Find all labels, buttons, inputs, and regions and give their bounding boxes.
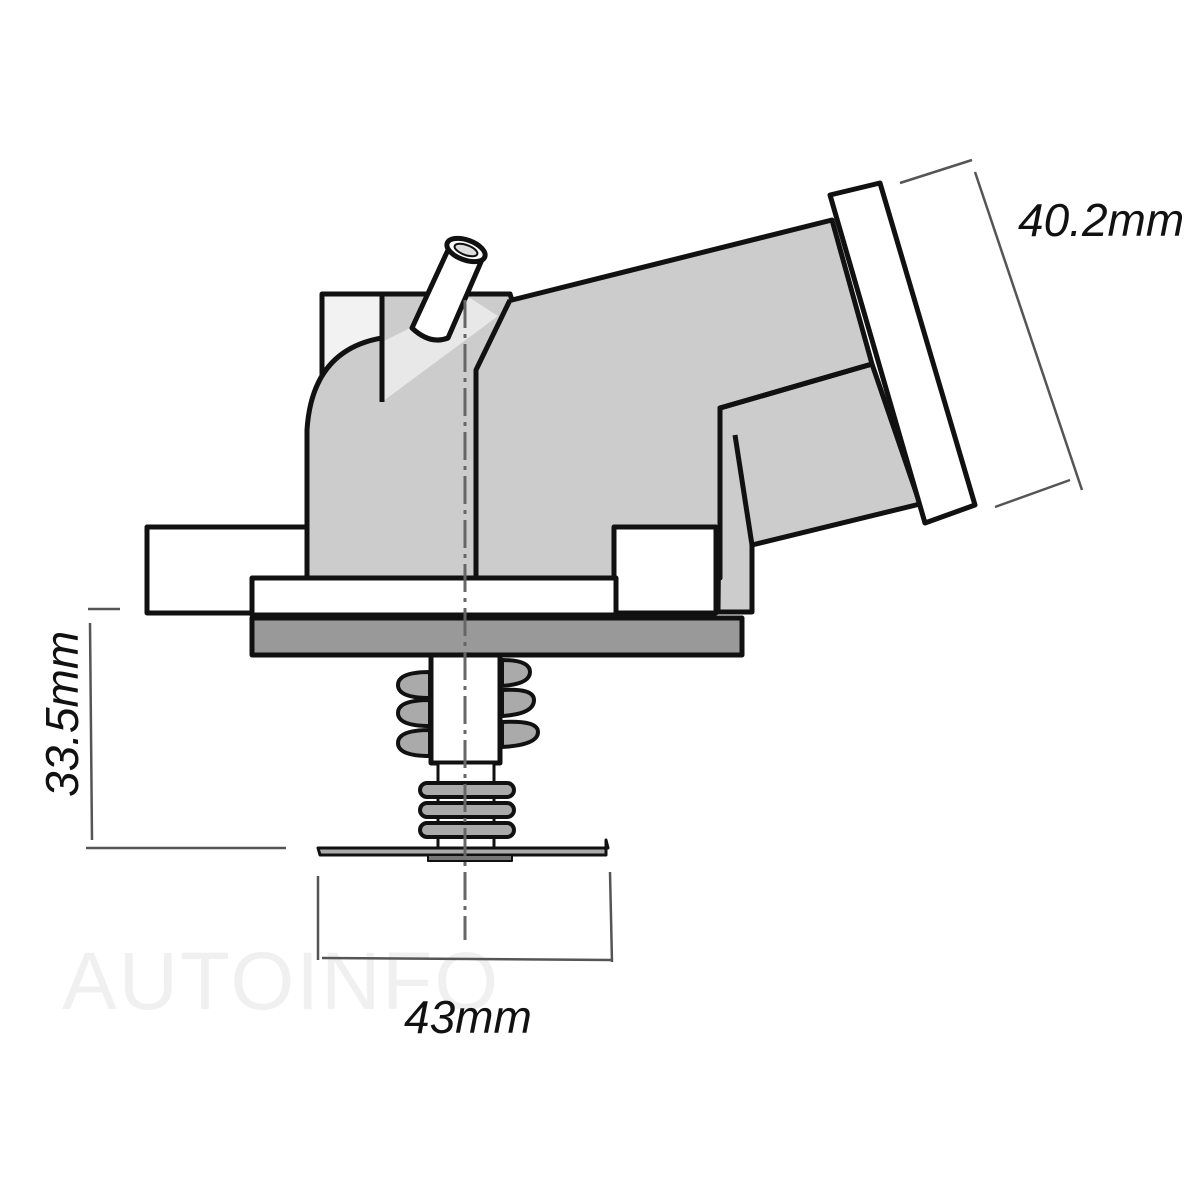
right-mounting-ear <box>611 524 719 616</box>
mounting-flange <box>249 575 619 618</box>
gasket <box>249 615 745 658</box>
spring-lower <box>418 781 516 839</box>
outlet-diameter-label: 40.2mm <box>1018 194 1185 246</box>
watermark: AUTOINFO <box>62 936 501 1027</box>
bleed-pipe <box>409 247 487 343</box>
dimension-lines <box>86 158 1084 963</box>
valve-width-label: 43mm <box>404 991 532 1043</box>
outlet-flange <box>827 180 978 526</box>
valve-disc <box>316 838 610 857</box>
spring-upper <box>396 658 540 758</box>
